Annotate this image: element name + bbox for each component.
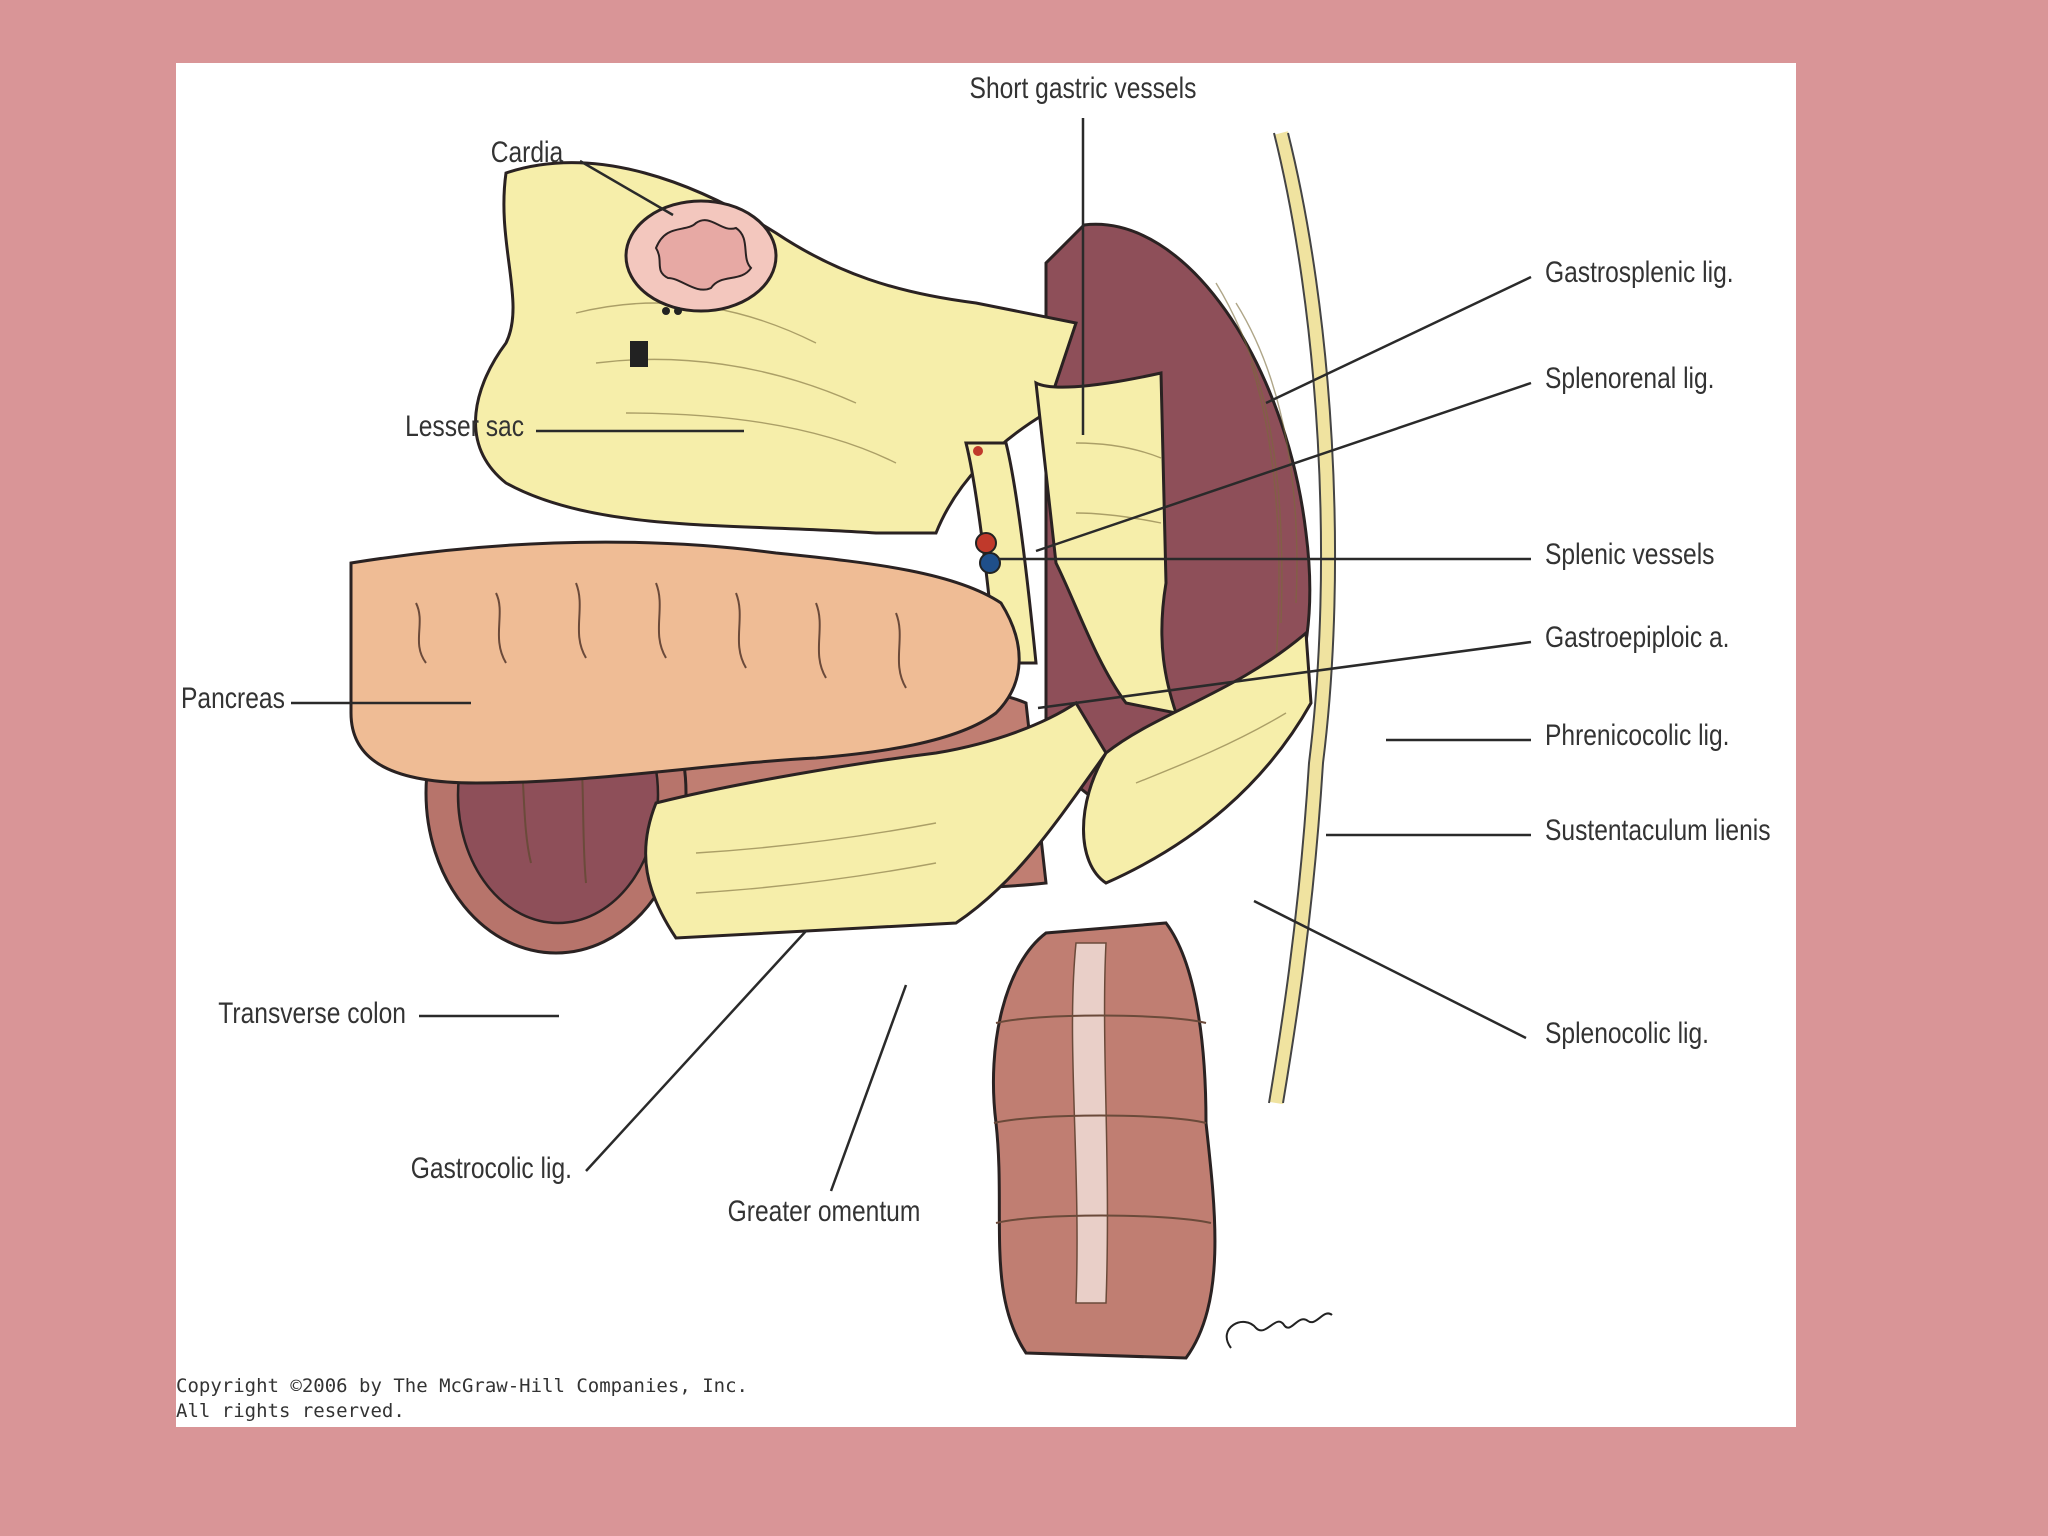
label-gastrocolic-lig: Gastrocolic lig. — [411, 1151, 572, 1185]
leader-gastroepiploic — [1037, 640, 1532, 710]
phrenicocolic-ligament — [1082, 629, 1313, 885]
anatomy-figure: Short gastric vessels Cardia Gastrosplen… — [176, 63, 1796, 1427]
leader-gastrosplenic — [1265, 275, 1532, 405]
label-splenic-vessels: Splenic vessels — [1545, 537, 1714, 571]
label-splenorenal-lig: Splenorenal lig. — [1545, 361, 1715, 395]
label-phrenicocolic-lig: Phrenicocolic lig. — [1545, 718, 1730, 752]
descending-colon — [992, 921, 1217, 1360]
label-cardia: Cardia — [491, 135, 564, 169]
label-transverse-colon: Transverse colon — [218, 996, 406, 1030]
label-gastrosplenic-lig: Gastrosplenic lig. — [1545, 255, 1734, 289]
spleen-anatomy-illustration: Short gastric vessels Cardia Gastrosplen… — [181, 71, 1771, 1360]
leader-gastrocolic — [585, 930, 807, 1172]
gastrosplenic-ligament — [1034, 371, 1179, 715]
label-gastroepiploic-a: Gastroepiploic a. — [1545, 620, 1730, 654]
copyright-line-2: All rights reserved. — [176, 1400, 405, 1422]
cardia — [624, 199, 778, 367]
parietal-peritoneum — [1269, 131, 1336, 1105]
greater-omentum — [644, 700, 1108, 940]
label-greater-omentum: Greater omentum — [728, 1194, 921, 1228]
leader-cardia — [579, 159, 674, 217]
label-short-gastric-vessels: Short gastric vessels — [970, 71, 1197, 105]
vessel-column — [964, 441, 1038, 665]
signature — [1225, 1312, 1333, 1349]
label-pancreas: Pancreas — [181, 681, 285, 715]
label-lesser-sac: Lesser sac — [405, 409, 524, 443]
leader-greater-omentum — [829, 984, 908, 1192]
pancreas — [349, 540, 1021, 785]
copyright-notice: Copyright ©2006 by The McGraw-Hill Compa… — [176, 1374, 748, 1424]
leader-splenocolic — [1253, 899, 1527, 1040]
copyright-line-1: Copyright ©2006 by The McGraw-Hill Compa… — [176, 1375, 748, 1397]
label-splenocolic-lig: Splenocolic lig. — [1545, 1016, 1709, 1050]
label-sustentaculum-lienis: Sustentaculum lienis — [1545, 813, 1771, 847]
leader-splenorenal — [1035, 381, 1532, 553]
